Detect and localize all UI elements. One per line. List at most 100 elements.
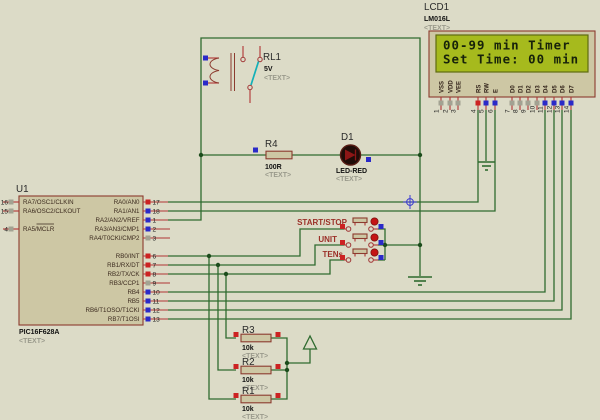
pin-state-icon — [233, 393, 239, 398]
mcu-pin-name: RA1/AN1 — [114, 208, 140, 215]
resistor-text-placeholder: <TEXT> — [242, 385, 268, 392]
mcu-pin-name: RA5/MCLR — [23, 226, 55, 233]
lcd-part-label: LM016L — [424, 16, 451, 23]
lcd-pin-number: 7 — [505, 109, 512, 113]
junction-dot — [223, 271, 229, 277]
junction-dot — [417, 152, 423, 158]
mcu-body[interactable] — [18, 195, 144, 326]
mcu-pin-name: RB1/RX/DT — [107, 262, 140, 269]
button-terminal — [345, 242, 352, 248]
pin-state-icon — [447, 100, 453, 106]
pin-state-icon — [253, 147, 258, 153]
junction-dot — [284, 360, 290, 366]
pin-state-icon — [275, 364, 281, 369]
mcu-pin-name: RA3/AN3/CMP1 — [95, 226, 140, 233]
pin-state-icon — [542, 100, 548, 106]
mcu-u1[interactable]: U1 PIC16F628A <TEXT> 16 RA7/OSC1/CLKIN 1… — [1, 184, 170, 345]
lcd-pin-name: D5 — [553, 85, 559, 93]
wires — [168, 37, 572, 400]
button-cap[interactable] — [352, 217, 368, 224]
resistor-body[interactable] — [265, 150, 293, 160]
junction-dot — [284, 367, 290, 373]
pin-state-icon — [340, 240, 345, 245]
pin-state-icon — [145, 235, 151, 241]
lcd-pin-number: 10 — [530, 105, 537, 113]
pin-state-icon — [145, 289, 151, 295]
mcu-pin-name: RB0/INT — [116, 253, 140, 260]
pin-state-icon — [233, 364, 239, 369]
junction-dot — [417, 242, 423, 248]
lcd-pin-name: RW — [485, 83, 491, 93]
wire-net-rb5-d5 — [168, 110, 555, 302]
resistor-r3[interactable]: R3 10k <TEXT> — [233, 325, 281, 360]
relay-lever — [250, 61, 260, 86]
lcd-pin-name: E — [494, 89, 500, 93]
led-d1[interactable]: D1 LED-RED <TEXT> — [336, 132, 371, 183]
resistor-r2[interactable]: R2 10k <TEXT> — [233, 357, 281, 392]
lcd-pin-name: D0 — [511, 85, 517, 93]
origin-marker-icon — [403, 195, 417, 209]
button-actuator-dot[interactable] — [370, 217, 379, 226]
pin-state-icon — [509, 100, 515, 106]
lcd-pin-name: D4 — [544, 85, 550, 93]
button-label: UNIT — [318, 235, 337, 244]
mcu-pin-number: 7 — [153, 262, 157, 269]
resistor-body[interactable] — [240, 333, 272, 343]
pin-state-icon — [145, 280, 151, 286]
wire-net-lcd-e — [168, 110, 496, 212]
lcd-pin-number: 9 — [521, 109, 528, 113]
button-cap[interactable] — [352, 233, 368, 240]
relay-terminal — [247, 84, 253, 91]
power-terminal-5v — [302, 334, 318, 350]
mcu-pin-number: 15 — [1, 208, 9, 215]
pin-state-icon — [145, 208, 151, 214]
mcu-pin-number: 16 — [1, 199, 9, 206]
mcu-pin-name: RA7/OSC1/CLKIN — [23, 199, 74, 206]
lcd-pin-number: 2 — [443, 109, 450, 113]
pin-state-icon — [145, 262, 151, 268]
lcd-pin-number: 11 — [538, 106, 545, 113]
lcd-pin-name: VSS — [440, 81, 446, 93]
lcd-pin-number: 4 — [471, 109, 478, 113]
button-actuator-dot[interactable] — [370, 233, 379, 242]
resistor-r4[interactable]: R4 100R <TEXT> — [253, 139, 293, 179]
resistor-body[interactable] — [240, 365, 272, 375]
button-terminal — [368, 226, 374, 232]
resistor-ref-label: R4 — [265, 139, 278, 150]
lcd-pin-number: 5 — [479, 109, 486, 113]
relay-ref-label: RL1 — [263, 52, 281, 63]
button-actuator-dot[interactable] — [370, 248, 379, 257]
resistor-body[interactable] — [240, 394, 272, 404]
wire-net-rb0 — [168, 228, 344, 400]
pin-state-icon — [475, 100, 481, 106]
mcu-pin-name: RA4/T0CKI/CMP2 — [89, 235, 140, 242]
resistor-text-placeholder: <TEXT> — [242, 414, 268, 420]
mcu-pin-name: RA6/OSC2/CLKOUT — [23, 208, 81, 215]
button-terminal — [345, 226, 352, 232]
button-terminal — [368, 242, 374, 248]
resistor-r1[interactable]: R1 10k <TEXT> — [233, 386, 281, 420]
lcd-pin-number: 6 — [488, 109, 495, 113]
relay-text-placeholder: <TEXT> — [264, 75, 290, 82]
resistor-value-label: 10k — [242, 377, 254, 384]
relay-rl1[interactable]: RL1 5V <TEXT> — [203, 46, 290, 103]
pin-state-icon — [145, 253, 151, 259]
pin-state-icon — [551, 100, 557, 106]
wire-net-rb7-d7 — [168, 110, 572, 320]
lcd-pin-name: VDD — [449, 80, 455, 93]
button-tens[interactable]: TENs — [323, 248, 384, 263]
pin-state-icon — [517, 100, 523, 106]
mcu-text-placeholder: <TEXT> — [19, 338, 45, 345]
junction-dot — [198, 152, 204, 158]
pin-state-icon — [559, 100, 565, 106]
mcu-pin-number: 4 — [4, 226, 8, 233]
pin-state-icon — [145, 226, 151, 232]
button-cap[interactable] — [352, 248, 368, 255]
resistor-value-label: 10k — [242, 345, 254, 352]
lcd-lcd1[interactable]: LCD1 LM016L <TEXT> 00-99 min Timer Set T… — [424, 2, 596, 113]
button-start-stop[interactable]: START/STOP — [297, 217, 384, 232]
button-unit[interactable]: UNIT — [318, 233, 384, 248]
mcu-pin-number: 9 — [153, 280, 157, 287]
mcu-ref-label: U1 — [16, 184, 29, 195]
